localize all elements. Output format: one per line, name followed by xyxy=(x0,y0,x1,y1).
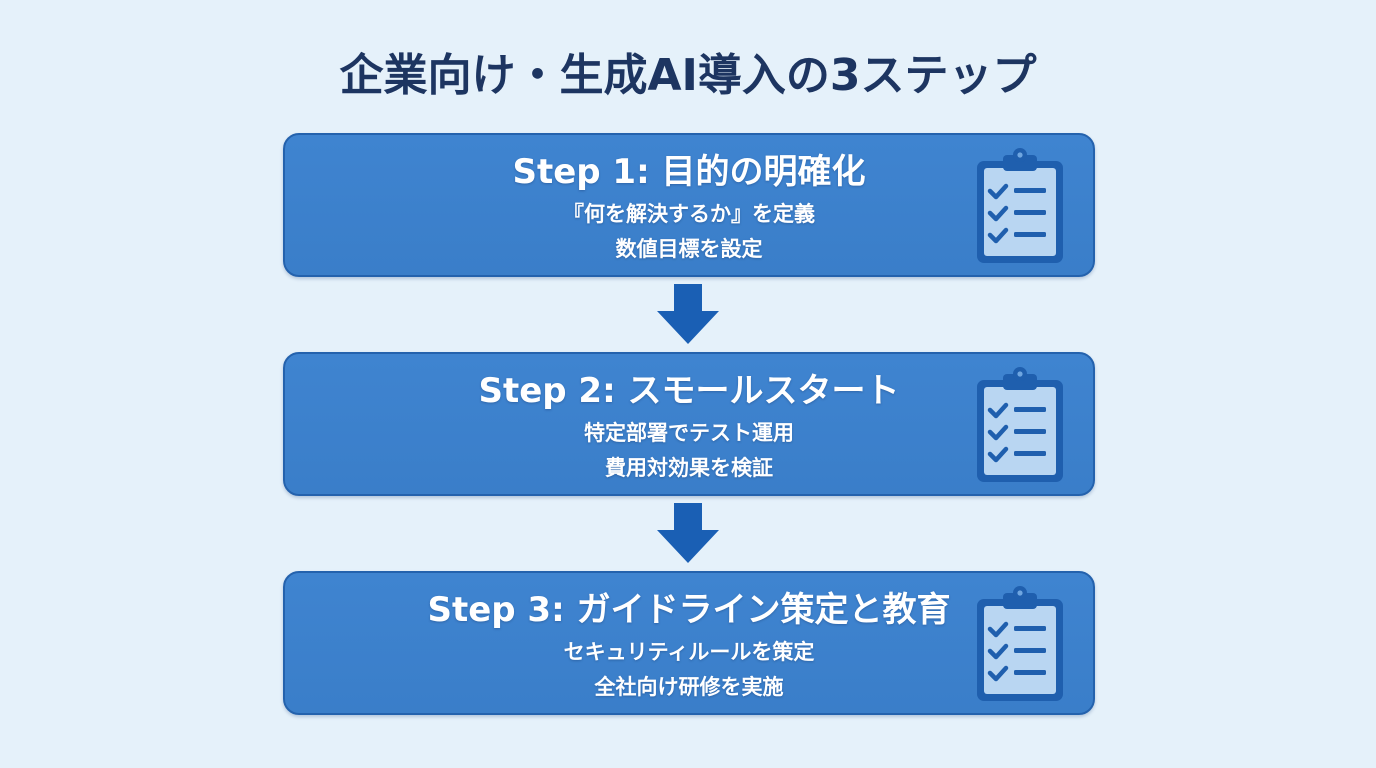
arrow-down-icon xyxy=(657,284,719,344)
step-1-box: Step 1: 目的の明確化 『何を解決するか』を定義 数値目標を設定 xyxy=(283,133,1095,277)
step-3-line-1: セキュリティルールを策定 xyxy=(563,640,815,664)
page-title: 企業向け・生成AI導入の3ステップ xyxy=(339,50,1037,101)
step-3-heading: Step 3: ガイドライン策定と教育 xyxy=(427,590,951,630)
step-1-line-2: 数値目標を設定 xyxy=(615,237,763,261)
step-3-line-2: 全社向け研修を実施 xyxy=(594,675,784,699)
step-1-text: Step 1: 目的の明確化 『何を解決するか』を定義 数値目標を設定 xyxy=(285,135,1093,275)
clipboard-checklist-icon xyxy=(977,586,1063,701)
step-3-text: Step 3: ガイドライン策定と教育 セキュリティルールを策定 全社向け研修を… xyxy=(285,573,1093,713)
clipboard-checklist-icon xyxy=(977,148,1063,263)
step-2-line-2: 費用対効果を検証 xyxy=(605,456,773,480)
step-2-text: Step 2: スモールスタート 特定部署でテスト運用 費用対効果を検証 xyxy=(285,354,1093,494)
step-1-line-1: 『何を解決するか』を定義 xyxy=(563,202,815,226)
step-2-heading: Step 2: スモールスタート xyxy=(478,371,900,411)
step-2-line-1: 特定部署でテスト運用 xyxy=(584,421,794,445)
arrow-down-icon xyxy=(657,503,719,563)
step-2-box: Step 2: スモールスタート 特定部署でテスト運用 費用対効果を検証 xyxy=(283,352,1095,496)
step-1-heading: Step 1: 目的の明確化 xyxy=(512,152,866,192)
step-3-box: Step 3: ガイドライン策定と教育 セキュリティルールを策定 全社向け研修を… xyxy=(283,571,1095,715)
clipboard-checklist-icon xyxy=(977,367,1063,482)
